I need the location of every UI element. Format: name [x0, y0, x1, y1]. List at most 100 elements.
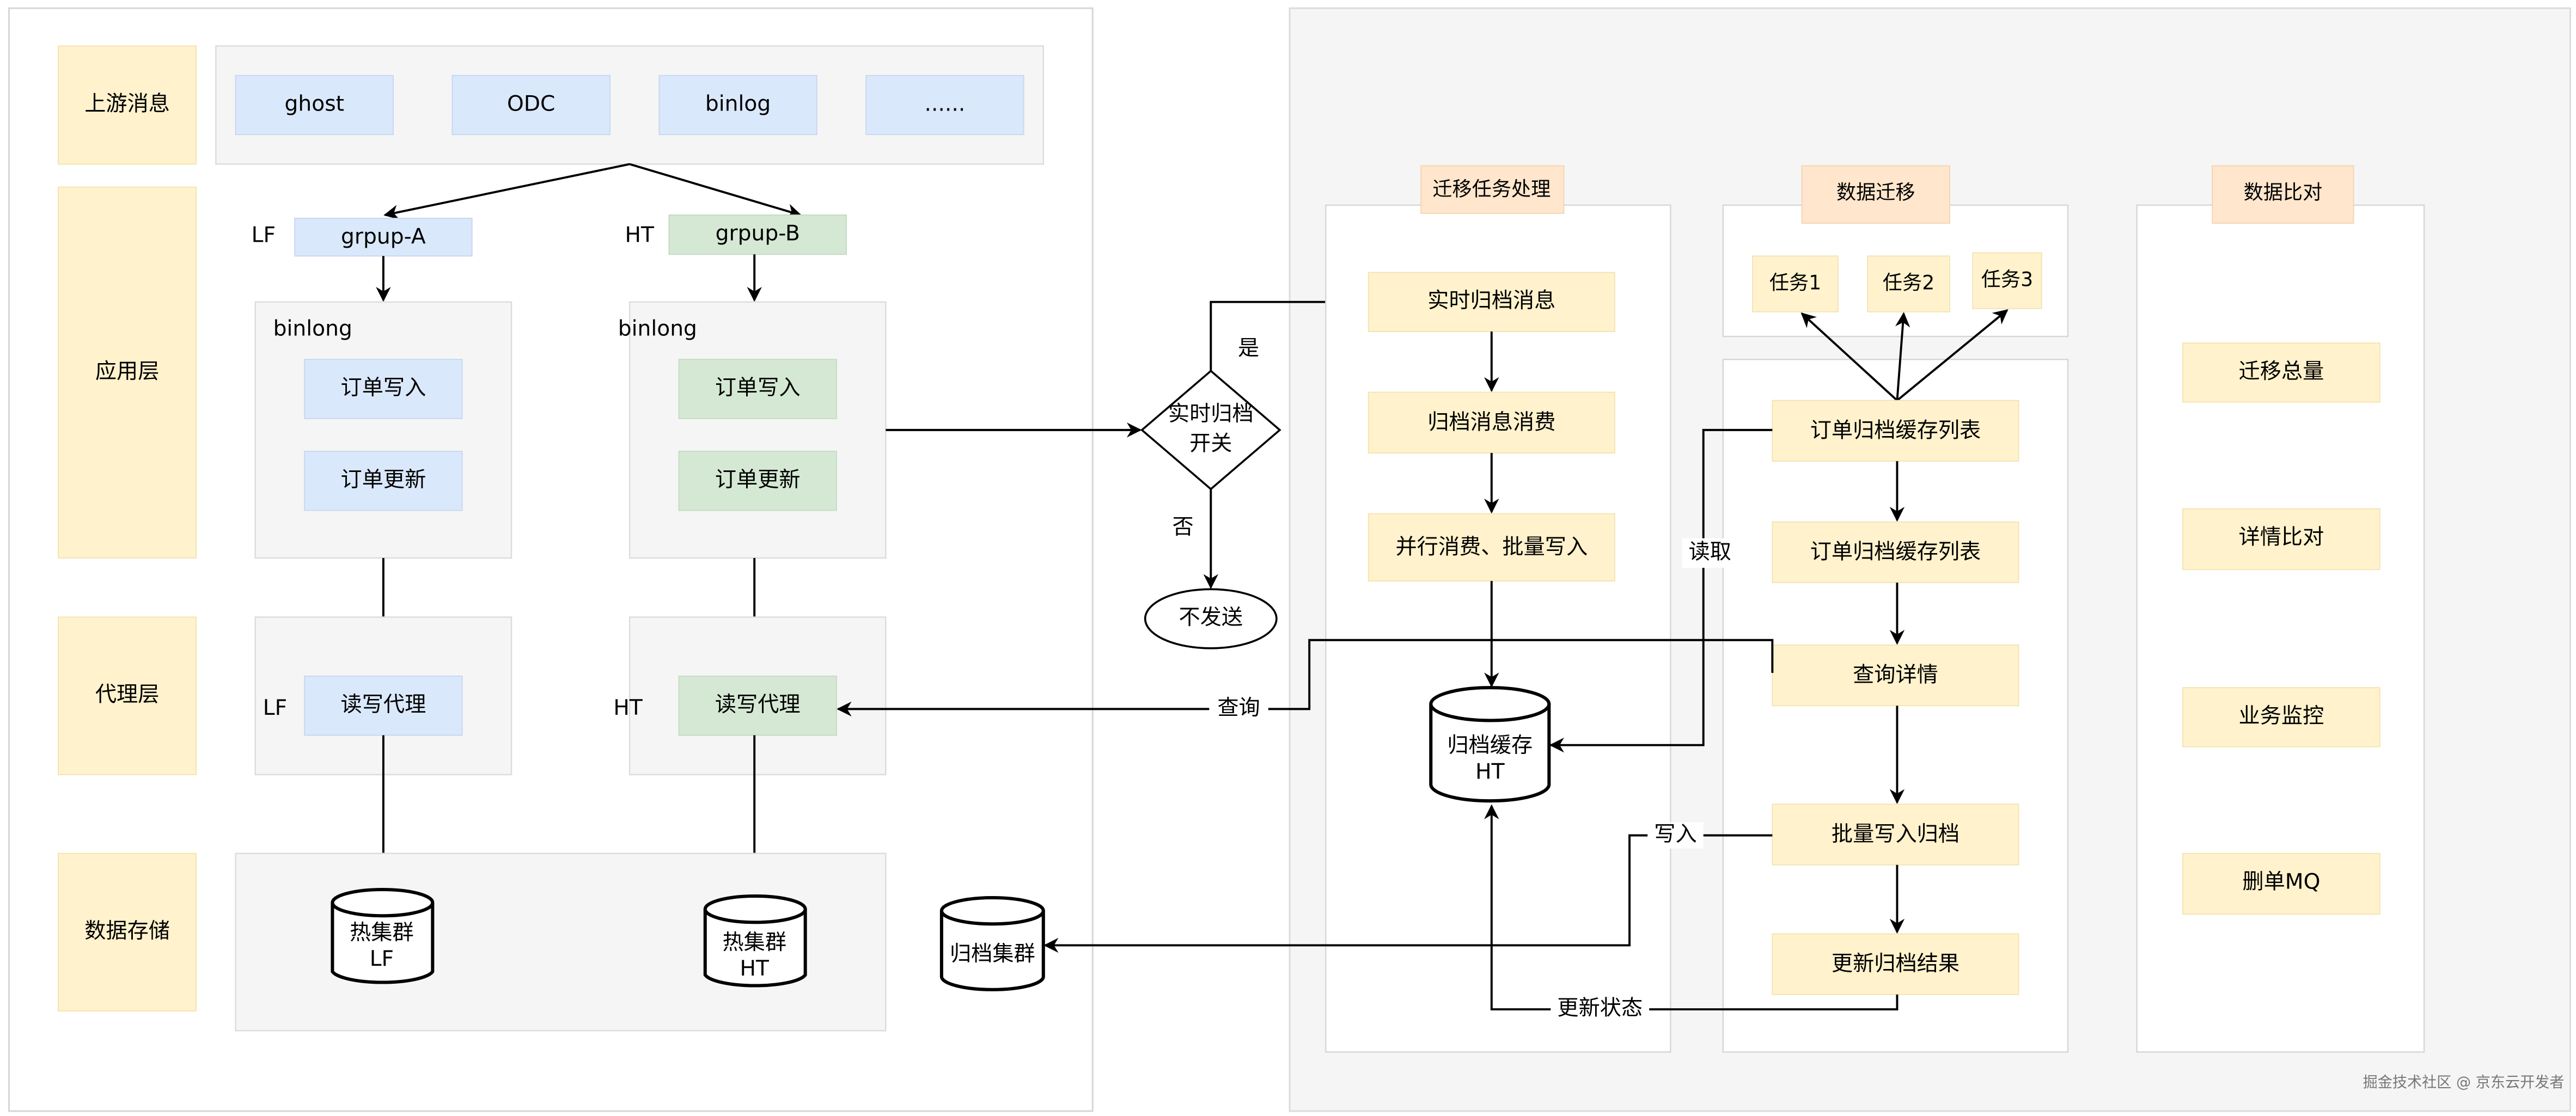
data-migration-header: 数据迁移 — [1801, 165, 1950, 224]
svg-text:数据比对: 数据比对 — [2244, 181, 2323, 204]
read-label: 读取 — [1689, 539, 1731, 564]
svg-text:ODC: ODC — [507, 91, 555, 116]
batch-write-archive: 批量写入归档 — [1772, 804, 2019, 866]
lf-site-label: LF — [252, 223, 276, 248]
yes-label: 是 — [1238, 336, 1259, 361]
update-status-label: 更新状态 — [1557, 996, 1643, 1021]
svg-text:读写代理: 读写代理 — [715, 692, 801, 717]
svg-text:订单更新: 订单更新 — [341, 468, 426, 492]
svg-text:热集群: 热集群 — [722, 930, 786, 955]
migration-task-header: 迁移任务处理 — [1420, 165, 1565, 214]
lf-order-write: 订单写入 — [304, 359, 463, 419]
svg-text:热集群: 热集群 — [350, 921, 414, 945]
svg-text:订单写入: 订单写入 — [341, 376, 426, 400]
svg-text:binlog: binlog — [705, 91, 771, 116]
group-b: grpup-B — [668, 214, 847, 255]
ht-order-update: 订单更新 — [678, 451, 837, 511]
svg-text:订单更新: 订单更新 — [715, 468, 801, 492]
update-archive-result: 更新归档结果 — [1772, 933, 2019, 995]
write-label: 写入 — [1654, 822, 1696, 847]
ht-rw-proxy: 读写代理 — [678, 676, 837, 736]
edge-list-task1 — [1800, 312, 1898, 402]
watermark: 掘金技术社区 @ 京东云开发者 — [2363, 1074, 2565, 1091]
svg-text:不发送: 不发送 — [1179, 605, 1243, 630]
source-ghost: ghost — [235, 75, 394, 136]
svg-text:更新归档结果: 更新归档结果 — [1832, 952, 1960, 976]
ht-order-write: 订单写入 — [678, 359, 837, 419]
layer-upstream: 上游消息 — [58, 45, 197, 165]
svg-text:迁移任务处理: 迁移任务处理 — [1432, 177, 1551, 201]
svg-text:HT: HT — [1475, 759, 1505, 784]
svg-text:grpup-B: grpup-B — [716, 222, 800, 246]
no-label: 否 — [1172, 515, 1193, 539]
edge-list-task2 — [1895, 312, 1910, 401]
query-label: 查询 — [1217, 696, 1260, 720]
data-compare-panel — [2136, 204, 2425, 1053]
task-2: 任务2 — [1867, 255, 1950, 312]
lf-app-container — [254, 301, 512, 559]
svg-text:HT: HT — [740, 956, 770, 981]
edge-update-status — [1484, 804, 1899, 1011]
archive-cluster-cylinder-icon: 归档集群 — [939, 896, 1045, 991]
delete-order-mq: 删单MQ — [2182, 853, 2380, 915]
svg-text:数据迁移: 数据迁移 — [1836, 181, 1915, 204]
ht-proxy-site: HT — [613, 696, 643, 720]
edge-decision-yes — [1210, 294, 1367, 371]
source-more: ...... — [865, 75, 1024, 136]
svg-text:应用层: 应用层 — [95, 359, 160, 384]
lf-binlog-label: binlong — [273, 316, 352, 341]
not-send-terminal: 不发送 — [1144, 588, 1278, 649]
svg-text:任务1: 任务1 — [1769, 271, 1821, 295]
svg-text:迁移总量: 迁移总量 — [2239, 359, 2324, 384]
task-1: 任务1 — [1752, 255, 1839, 312]
query-detail: 查询详情 — [1772, 644, 2019, 707]
svg-text:并行消费、批量写入: 并行消费、批量写入 — [1395, 535, 1588, 559]
svg-text:开关: 开关 — [1189, 431, 1232, 456]
svg-text:详情比对: 详情比对 — [2239, 525, 2324, 549]
edge-upstream-ht — [629, 163, 802, 219]
svg-text:任务3: 任务3 — [1981, 268, 2033, 291]
ht-binlog-label: binlong — [618, 316, 697, 341]
svg-text:订单归档缓存列表: 订单归档缓存列表 — [1810, 539, 1981, 564]
svg-text:实时归档: 实时归档 — [1168, 402, 1254, 426]
ht-site-label: HT — [625, 223, 654, 248]
svg-text:订单归档缓存列表: 订单归档缓存列表 — [1810, 418, 1981, 443]
cache-list-2: 订单归档缓存列表 — [1772, 521, 2019, 584]
svg-text:代理层: 代理层 — [95, 683, 160, 707]
svg-text:实时归档消息: 实时归档消息 — [1427, 289, 1555, 313]
data-compare-header: 数据比对 — [2212, 165, 2354, 224]
layer-app: 应用层 — [58, 186, 197, 559]
svg-text:归档集群: 归档集群 — [950, 942, 1035, 966]
source-odc: ODC — [451, 75, 611, 136]
svg-text:......: ...... — [925, 91, 966, 116]
svg-text:查询详情: 查询详情 — [1853, 663, 1938, 688]
layer-storage: 数据存储 — [58, 853, 197, 1011]
edge-list-task3 — [1896, 309, 2009, 402]
svg-text:读写代理: 读写代理 — [341, 692, 426, 717]
lf-order-update: 订单更新 — [304, 451, 463, 511]
svg-text:归档消息消费: 归档消息消费 — [1427, 410, 1555, 434]
svg-text:删单MQ: 删单MQ — [2242, 869, 2320, 894]
compare-detail: 详情比对 — [2182, 508, 2380, 571]
cache-list-1: 订单归档缓存列表 — [1772, 400, 2019, 462]
svg-text:ghost: ghost — [285, 91, 344, 116]
step-realtime-message: 实时归档消息 — [1368, 272, 1615, 332]
lf-proxy-site: LF — [263, 696, 287, 720]
edge-read — [1549, 428, 1773, 753]
migration-task-panel — [1325, 204, 1671, 1053]
ht-app-container — [628, 301, 887, 559]
svg-text:归档缓存: 归档缓存 — [1447, 733, 1533, 758]
source-binlog: binlog — [658, 75, 817, 136]
business-monitor: 业务监控 — [2182, 687, 2380, 747]
layer-proxy: 代理层 — [58, 616, 197, 775]
svg-text:grpup-A: grpup-A — [341, 225, 426, 249]
svg-text:订单写入: 订单写入 — [715, 376, 801, 400]
svg-text:上游消息: 上游消息 — [84, 91, 170, 116]
edge-query — [837, 639, 1774, 717]
group-a: grpup-A — [294, 218, 473, 257]
